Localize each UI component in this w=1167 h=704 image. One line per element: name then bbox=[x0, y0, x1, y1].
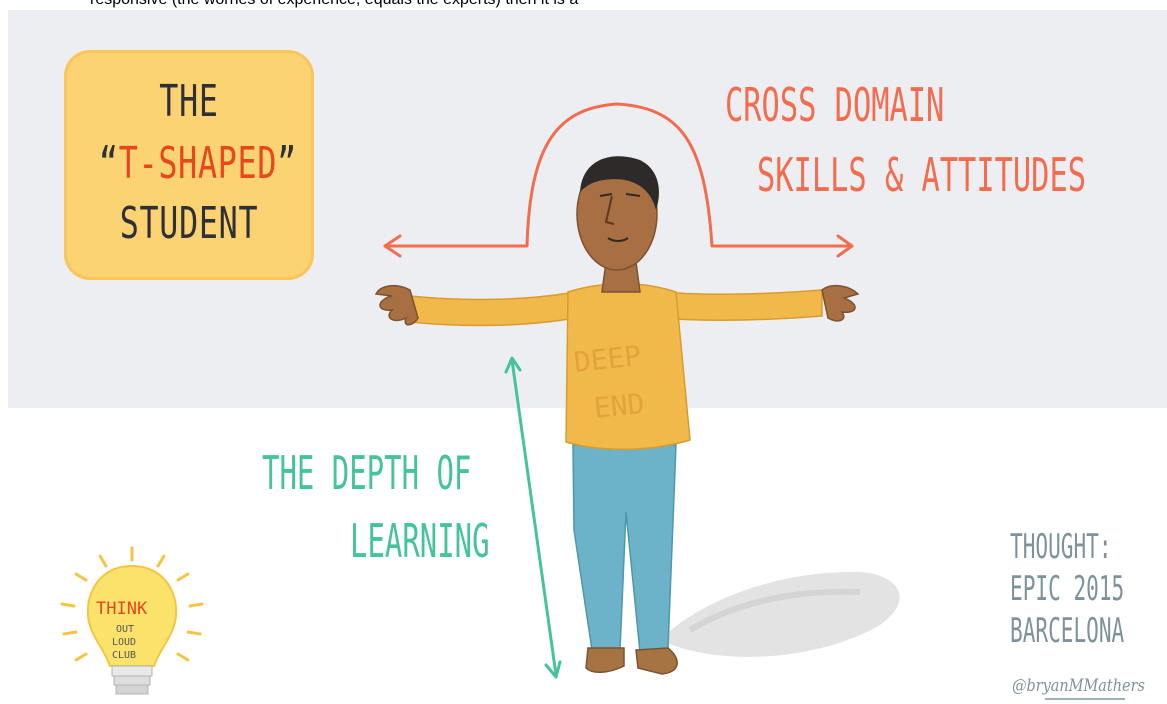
depth-label-1: THE DEPTH OF bbox=[262, 446, 472, 500]
header-fragment: responsive (the worries of experience, e… bbox=[90, 0, 578, 9]
credit-line-1: THOUGHT: bbox=[1010, 527, 1112, 567]
top-strip: responsive (the worries of experience, e… bbox=[0, 0, 1167, 10]
handle-underline bbox=[1045, 698, 1125, 700]
logo-word-2: OUT bbox=[116, 624, 134, 635]
think-out-loud-logo: THINK OUT LOUD CLUB bbox=[60, 546, 204, 695]
shirt-text-line-2: END bbox=[592, 387, 646, 425]
cross-domain-arrow bbox=[383, 102, 854, 258]
credit-line-2: EPIC 2015 bbox=[1010, 569, 1125, 609]
logo-word-4: CLUB bbox=[112, 650, 136, 661]
cross-domain-label-1: CROSS DOMAIN bbox=[725, 78, 945, 132]
shirt-text-line-1: DEEP bbox=[572, 339, 643, 379]
title-open-quote: “ bbox=[99, 138, 119, 189]
title-line-1: THE bbox=[159, 76, 219, 127]
logo-word-1: THINK bbox=[96, 599, 148, 619]
author-handle: @bryanMMathers bbox=[1012, 676, 1145, 696]
title-accent: T-SHAPED bbox=[118, 138, 278, 189]
depth-arrow bbox=[504, 356, 562, 679]
logo-word-3: LOUD bbox=[112, 637, 136, 648]
depth-label-2: LEARNING bbox=[350, 514, 490, 568]
title-line-3: STUDENT bbox=[119, 198, 259, 249]
title-card: THE “T-SHAPED” STUDENT bbox=[64, 50, 314, 280]
ground-shadow bbox=[660, 571, 900, 657]
title-close-quote: ” bbox=[277, 138, 297, 189]
cross-domain-label-2: SKILLS & ATTITUDES bbox=[757, 148, 1087, 202]
title-line-2: “T-SHAPED” bbox=[99, 142, 296, 186]
person-figure: DEEP END bbox=[374, 156, 860, 675]
credit-line-3: BARCELONA bbox=[1010, 611, 1125, 651]
